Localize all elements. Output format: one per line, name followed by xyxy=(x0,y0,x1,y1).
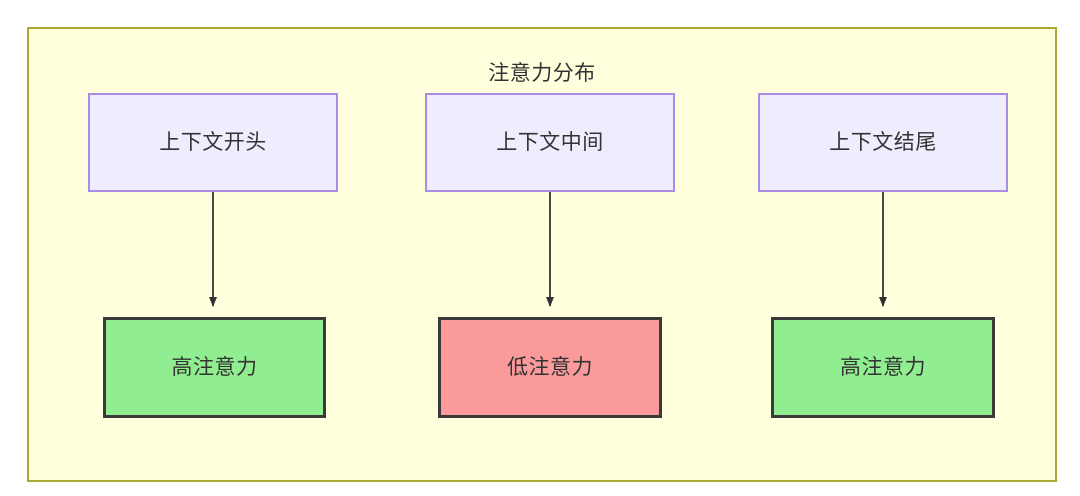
node-context-middle[interactable]: 上下文中间 xyxy=(425,93,675,192)
node-high-attention-start[interactable]: 高注意力 xyxy=(103,317,326,418)
subgraph-title: 注意力分布 xyxy=(488,62,596,85)
node-context-end[interactable]: 上下文结尾 xyxy=(758,93,1008,192)
node-high-attention-end[interactable]: 高注意力 xyxy=(771,317,995,418)
node-low-attention-middle[interactable]: 低注意力 xyxy=(438,317,662,418)
node-context-start[interactable]: 上下文开头 xyxy=(88,93,338,192)
